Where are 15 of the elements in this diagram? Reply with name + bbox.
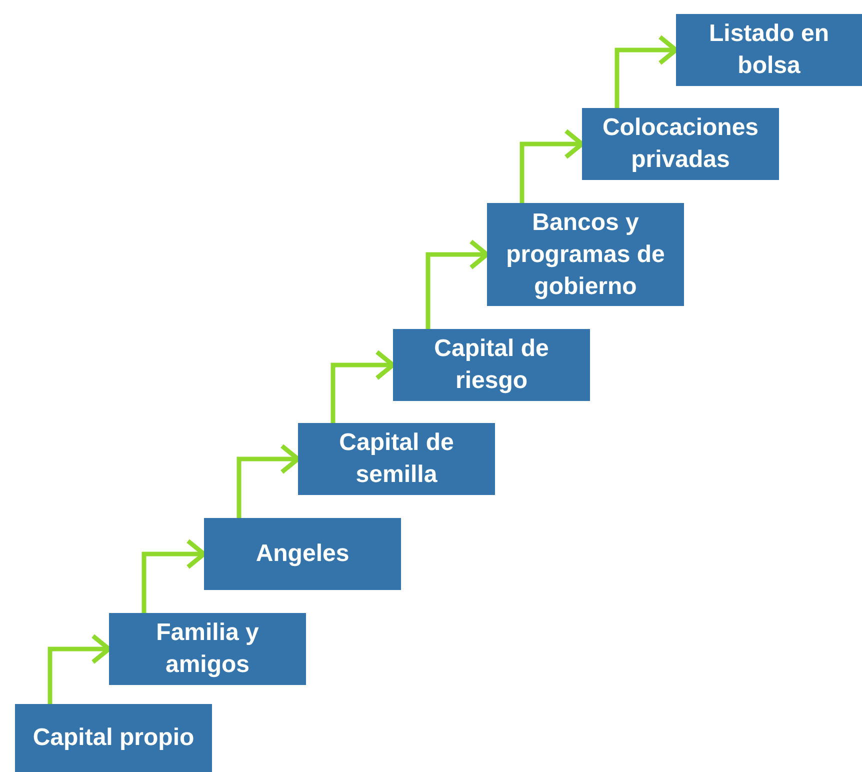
step-box: Capital de semilla: [298, 423, 495, 495]
step-box: Bancos y programas de gobierno: [487, 203, 684, 306]
step-box: Angeles: [204, 518, 401, 590]
step-arrow: [142, 538, 206, 613]
step-box: Capital propio: [15, 704, 212, 772]
step-arrow: [330, 350, 396, 423]
step-arrow: [426, 239, 490, 329]
step-arrow: [614, 34, 678, 108]
step-arrow: [236, 444, 300, 518]
step-arrow: [520, 128, 584, 203]
step-box: Colocaciones privadas: [582, 108, 779, 180]
step-box: Listado en bolsa: [676, 14, 862, 86]
step-box: Familia y amigos: [109, 613, 306, 685]
step-arrow: [48, 634, 112, 704]
step-box: Capital de riesgo: [393, 329, 590, 401]
